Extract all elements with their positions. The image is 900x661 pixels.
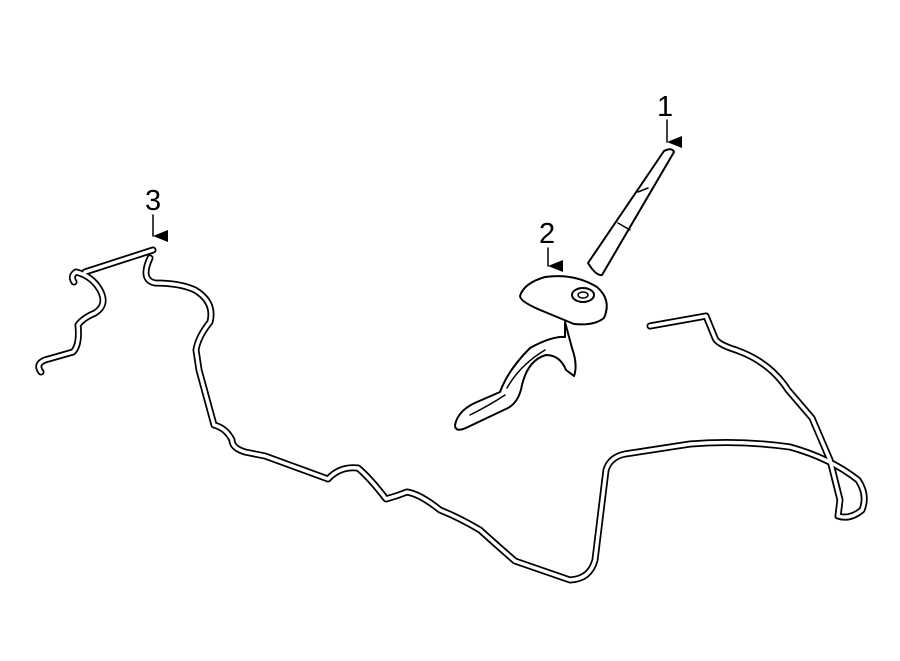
callout-number-3: 3	[145, 185, 161, 217]
antenna-base	[454, 275, 608, 431]
antenna-mast	[587, 148, 675, 277]
callout-number-1: 1	[657, 91, 673, 123]
antenna-cable	[35, 246, 868, 584]
callout-2: 2	[539, 218, 563, 272]
callout-1: 1	[657, 91, 682, 148]
callout-3: 3	[145, 185, 168, 242]
callout-number-2: 2	[539, 218, 555, 250]
